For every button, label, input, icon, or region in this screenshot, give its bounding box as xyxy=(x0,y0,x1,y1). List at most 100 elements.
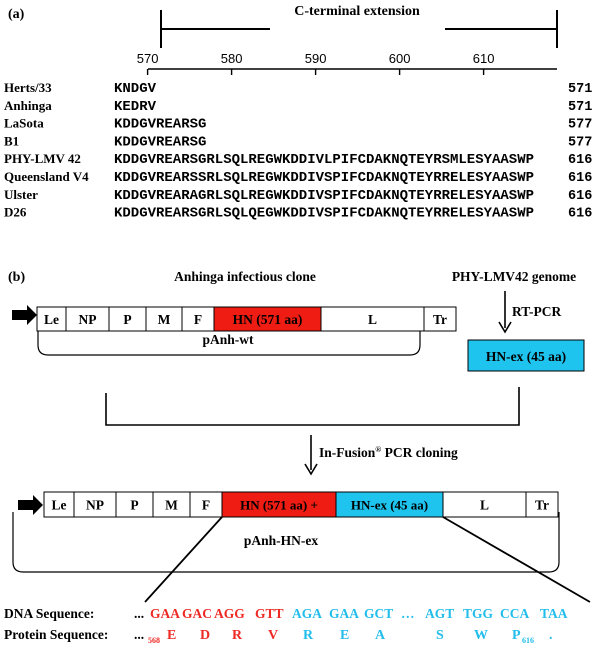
dna-codon: CCA xyxy=(500,606,529,621)
dna-codon: GAA xyxy=(329,606,359,621)
dna-codon: TGG xyxy=(463,606,494,621)
strain-name: Herts/33 xyxy=(4,80,52,95)
dna-codon: TAA xyxy=(540,606,568,621)
position-ruler: 570 580 590 600 610 xyxy=(137,51,557,75)
strain-name: LaSota xyxy=(4,116,44,131)
gene-box-tr xyxy=(423,306,457,332)
end-position: 577 xyxy=(568,135,592,150)
amino-acid: E xyxy=(340,628,349,643)
aa-sequence: KDDGVREARAGRLSQLREGWKDDIVSPIFCDAKNQTEYRR… xyxy=(114,188,534,204)
gene-label-tr: Tr xyxy=(433,312,447,327)
ruler-tick-label: 580 xyxy=(221,51,243,66)
aa-sequence: KEDRV xyxy=(114,99,157,115)
aa-sequence: KDDGVREARSGRLSQLREGWKDDIVLPIFCDAKNQTEYRS… xyxy=(114,152,534,168)
amino-acid: P xyxy=(512,628,521,643)
dna-codon: GAC xyxy=(182,606,212,621)
gene-label-p: P xyxy=(130,498,138,513)
ruler-tick-label: 610 xyxy=(473,51,495,66)
alignment-row: Queensland V4 KDDGVREARSSRLSQLREGWKDDIVSP… xyxy=(4,169,592,186)
bracket-label: C-terminal extension xyxy=(294,4,420,19)
gene-label-p: P xyxy=(123,312,131,327)
insert-box xyxy=(467,339,585,372)
gene-label-f: F xyxy=(202,498,210,513)
gene-label-l: L xyxy=(368,312,377,327)
amino-acid: R xyxy=(232,628,243,643)
protein-start-position: 568 xyxy=(148,636,160,645)
end-position: 571 xyxy=(568,100,592,115)
dna-codon: … xyxy=(401,606,415,621)
gene-box-le xyxy=(36,306,67,332)
gene-box-np xyxy=(65,306,110,332)
aa-sequence: KDDGVREARSSRLSQLREGWKDDIVSPIFCDAKNQTEYRR… xyxy=(114,170,534,186)
panel-b-label: (b) xyxy=(8,270,25,285)
amino-acid: V xyxy=(268,628,278,643)
ruler-tick-label: 600 xyxy=(389,51,411,66)
gene-label-m: M xyxy=(165,498,178,513)
aa-sequence: KDDGVREARSG xyxy=(114,134,206,150)
end-position: 577 xyxy=(568,118,592,133)
protein-label: Protein Sequence: xyxy=(4,627,108,642)
zoom-line-right xyxy=(442,516,591,603)
alignment-row: Herts/33 KNDGV 571 xyxy=(4,80,592,97)
plasmid-1-name: pAnh-wt xyxy=(202,332,254,347)
strain-name: D26 xyxy=(4,205,27,220)
dna-label: DNA Sequence: xyxy=(4,606,94,621)
rtpcr-arrow xyxy=(498,291,512,334)
genome-title: PHY-LMV42 genome xyxy=(452,269,576,284)
ruler-tick-label: 570 xyxy=(137,51,159,66)
gene-label-f: F xyxy=(194,312,202,327)
rtpcr-label: RT-PCR xyxy=(512,304,562,319)
protein-end-position: 616 xyxy=(522,636,534,645)
end-position: 616 xyxy=(568,189,592,204)
dna-codon: AGT xyxy=(425,606,454,621)
gene-box-m xyxy=(145,306,183,332)
insert-label: HN-ex (45 aa) xyxy=(486,349,566,364)
gene-label-np: NP xyxy=(79,312,97,327)
plasmid-1-backbone xyxy=(37,319,421,356)
gene-label-np: NP xyxy=(86,498,104,513)
cloning-arrow xyxy=(304,435,318,476)
promoter-arrow-icon xyxy=(18,495,43,515)
aa-sequence: KNDGV xyxy=(114,81,157,97)
end-position: 571 xyxy=(568,82,592,97)
plasmid-2-name: pAnh-HN-ex xyxy=(244,533,319,548)
clone-title: Anhinga infectious clone xyxy=(174,269,316,284)
gene-label-hn: HN (571 aa) xyxy=(233,312,303,327)
dna-ellipsis: ... xyxy=(134,606,144,621)
gene-label-l: L xyxy=(480,498,489,513)
amino-acid: R xyxy=(303,628,314,643)
strain-name: PHY-LMV 42 xyxy=(4,151,81,166)
end-position: 616 xyxy=(568,207,592,222)
dna-codon: GCT xyxy=(364,606,393,621)
dna-codon: GTT xyxy=(255,606,284,621)
gene-box-le xyxy=(43,491,75,518)
gene-label-hn-ex: HN-ex (45 aa) xyxy=(351,498,428,513)
amino-acid: D xyxy=(200,628,210,643)
bracket-label-bg xyxy=(270,16,445,30)
amino-acid: E xyxy=(167,628,176,643)
cloning-label: In-Fusion® PCR cloning xyxy=(319,445,458,460)
gene-label-tr: Tr xyxy=(535,498,549,513)
alignment-row: PHY-LMV 42 KDDGVREARSGRLSQLREGWKDDIVLPIFC… xyxy=(4,151,592,168)
gene-box-np xyxy=(73,491,117,518)
gene-label-hn: HN (571 aa) + xyxy=(240,498,318,513)
dna-codon: AGG xyxy=(214,606,245,621)
gene-label-le: Le xyxy=(52,498,67,513)
panel-a-label: (a) xyxy=(8,7,25,22)
plasmid-2-backbone xyxy=(12,512,560,573)
strain-name: Queensland V4 xyxy=(4,169,89,184)
dna-codon: AGA xyxy=(292,606,322,621)
dna-codon: GAA xyxy=(150,606,180,621)
end-position: 616 xyxy=(568,171,592,186)
zoom-line-left xyxy=(144,516,223,603)
ruler-tick-label: 590 xyxy=(305,51,327,66)
protein-ellipsis: ... xyxy=(134,627,144,642)
